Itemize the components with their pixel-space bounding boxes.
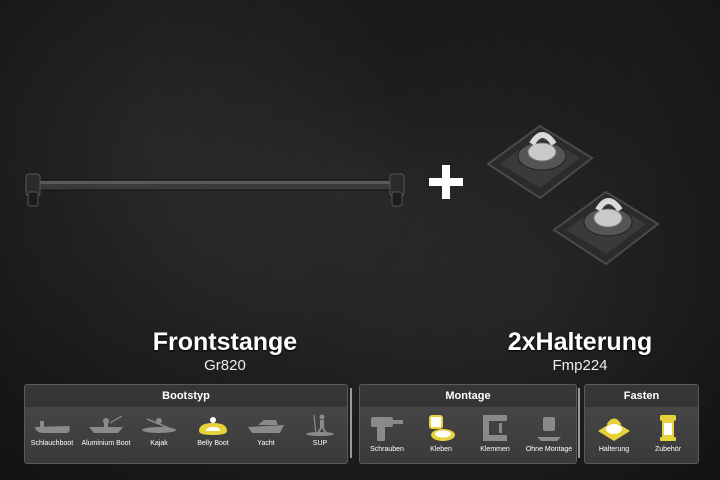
kayak-icon — [142, 418, 176, 433]
plus-icon — [429, 165, 463, 199]
mount-type-kleben: Kleben — [414, 413, 468, 453]
fasten-zubehoer: Zubehör — [641, 413, 695, 453]
boat-type-label: Schlauchboot — [30, 440, 74, 447]
mount-type-label: Schrauben — [370, 446, 404, 453]
mount-type-label: Kleben — [430, 446, 452, 453]
boat-type-yacht: Yacht — [239, 413, 293, 447]
front-bar-title: Frontstange — [152, 328, 298, 356]
accessory-icon — [660, 415, 676, 441]
front-bar-image — [25, 173, 405, 207]
bootstyp-panel: Bootstyp Schlauchboot Aluminium Boot Kaj… — [24, 384, 348, 464]
mount-image-2 — [552, 190, 660, 266]
fasten-title: Fasten — [585, 385, 698, 407]
fasten-label: Halterung — [598, 446, 630, 453]
boat-type-label: SUP — [312, 440, 328, 447]
mount-title: 2xHalterung — [507, 328, 653, 356]
fasten-label: Zubehör — [654, 446, 682, 453]
panel-divider — [578, 388, 580, 458]
clamp-icon — [483, 415, 507, 441]
mount-type-label: Ohne Montage — [525, 446, 573, 453]
inflatable-boat-icon — [35, 421, 70, 433]
boat-type-aluminium-boot: Aluminium Boot — [79, 413, 133, 447]
mount-model: Fmp224 — [552, 357, 608, 374]
mount-type-ohne-montage: Ohne Montage — [522, 413, 576, 453]
boat-type-label: Kajak — [150, 440, 168, 447]
mount-type-schrauben: Schrauben — [360, 413, 414, 453]
fasten-panel: Fasten Halterung Zubehör — [584, 384, 699, 464]
boat-type-label: Aluminium Boot — [81, 440, 131, 447]
montage-panel: Montage Schrauben Kleben Klemmen — [359, 384, 577, 464]
drill-icon — [371, 417, 403, 441]
sup-icon — [306, 414, 334, 436]
mount-icon — [598, 418, 630, 441]
belly-boat-icon — [199, 417, 227, 435]
mount-type-klemmen: Klemmen — [468, 413, 522, 453]
boat-type-kajak: Kajak — [132, 413, 186, 447]
aluminium-boat-icon — [89, 415, 123, 433]
boat-type-belly-boot: Belly Boot — [186, 413, 240, 447]
boat-type-label: Yacht — [257, 440, 275, 447]
montage-title: Montage — [360, 385, 576, 407]
boat-type-schlauchboot: Schlauchboot — [25, 413, 79, 447]
boat-type-sup: SUP — [293, 413, 347, 447]
mount-image-1 — [486, 124, 594, 200]
bootstyp-title: Bootstyp — [25, 385, 347, 407]
panel-divider — [350, 388, 352, 458]
boat-type-label: Belly Boot — [197, 440, 229, 447]
yacht-icon — [248, 420, 284, 433]
no-mount-icon — [537, 417, 561, 441]
glue-icon — [429, 415, 455, 441]
fasten-halterung: Halterung — [587, 413, 641, 453]
front-bar-model: Gr820 — [204, 357, 246, 374]
mount-type-label: Klemmen — [480, 446, 510, 453]
